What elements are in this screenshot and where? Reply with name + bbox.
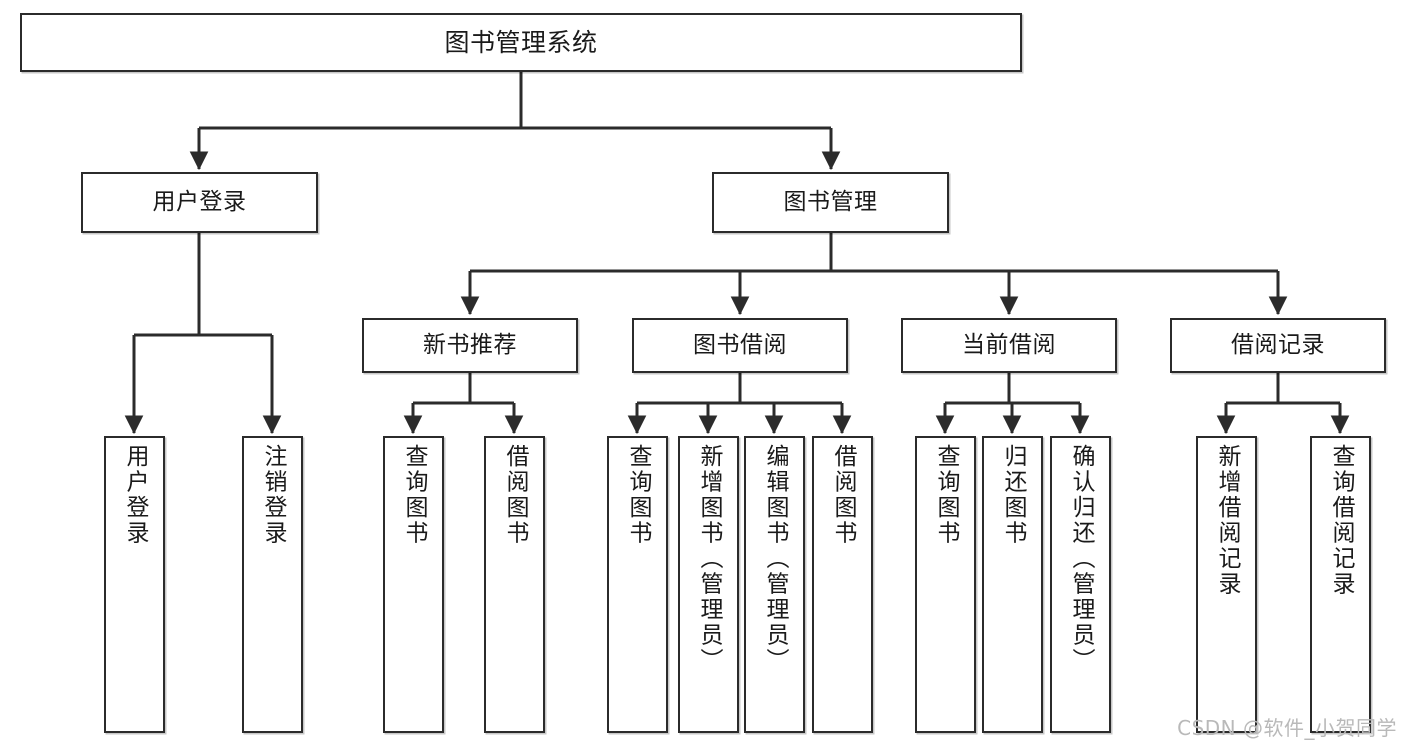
node-leaf-edit-book[interactable]: 编辑图书（管理员） <box>744 436 805 733</box>
node-leaf-add-book-label: 新增图书（管理员） <box>696 444 722 674</box>
node-book-borrow-label: 图书借阅 <box>693 331 787 358</box>
node-leaf-add-record[interactable]: 新增借阅记录 <box>1196 436 1257 733</box>
watermark-text: CSDN @软件_小贺同学 <box>1177 716 1397 740</box>
node-leaf-logout-login-label: 注销登录 <box>260 444 286 546</box>
node-leaf-query-book-1[interactable]: 查询图书 <box>383 436 444 733</box>
node-leaf-borrow-book-1[interactable]: 借阅图书 <box>484 436 545 733</box>
node-leaf-return-book[interactable]: 归还图书 <box>982 436 1043 733</box>
node-root-label: 图书管理系统 <box>444 27 598 57</box>
node-current-borrow[interactable]: 当前借阅 <box>901 318 1117 373</box>
node-leaf-query-book-2[interactable]: 查询图书 <box>607 436 668 733</box>
node-leaf-query-book-3-label: 查询图书 <box>933 444 959 546</box>
node-leaf-confirm-return-label: 确认归还（管理员） <box>1068 444 1094 674</box>
node-leaf-add-book[interactable]: 新增图书（管理员） <box>678 436 739 733</box>
node-borrow-record-label: 借阅记录 <box>1231 331 1325 358</box>
node-leaf-confirm-return[interactable]: 确认归还（管理员） <box>1050 436 1111 733</box>
node-current-borrow-label: 当前借阅 <box>962 331 1056 358</box>
node-leaf-query-book-1-label: 查询图书 <box>401 444 427 546</box>
node-root[interactable]: 图书管理系统 <box>20 13 1022 72</box>
node-borrow-record[interactable]: 借阅记录 <box>1170 318 1386 373</box>
node-leaf-borrow-book-2-label: 借阅图书 <box>830 444 856 546</box>
node-leaf-query-record-label: 查询借阅记录 <box>1328 444 1354 597</box>
node-book-borrow[interactable]: 图书借阅 <box>632 318 848 373</box>
node-leaf-logout-login[interactable]: 注销登录 <box>242 436 303 733</box>
node-leaf-query-record[interactable]: 查询借阅记录 <box>1310 436 1371 733</box>
node-leaf-borrow-book-1-label: 借阅图书 <box>502 444 528 546</box>
node-leaf-edit-book-label: 编辑图书（管理员） <box>762 444 788 674</box>
node-new-book-recommend[interactable]: 新书推荐 <box>362 318 578 373</box>
node-leaf-user-login[interactable]: 用户登录 <box>104 436 165 733</box>
node-leaf-user-login-label: 用户登录 <box>122 444 148 546</box>
node-leaf-return-book-label: 归还图书 <box>1000 444 1026 546</box>
node-user-login[interactable]: 用户登录 <box>81 172 318 233</box>
node-leaf-add-record-label: 新增借阅记录 <box>1214 444 1240 597</box>
node-book-management-label: 图书管理 <box>783 188 878 215</box>
node-leaf-query-book-3[interactable]: 查询图书 <box>915 436 976 733</box>
node-leaf-query-book-2-label: 查询图书 <box>625 444 651 546</box>
node-leaf-borrow-book-2[interactable]: 借阅图书 <box>812 436 873 733</box>
node-book-management[interactable]: 图书管理 <box>712 172 949 233</box>
node-new-book-recommend-label: 新书推荐 <box>423 331 517 358</box>
node-user-login-label: 用户登录 <box>152 188 247 215</box>
